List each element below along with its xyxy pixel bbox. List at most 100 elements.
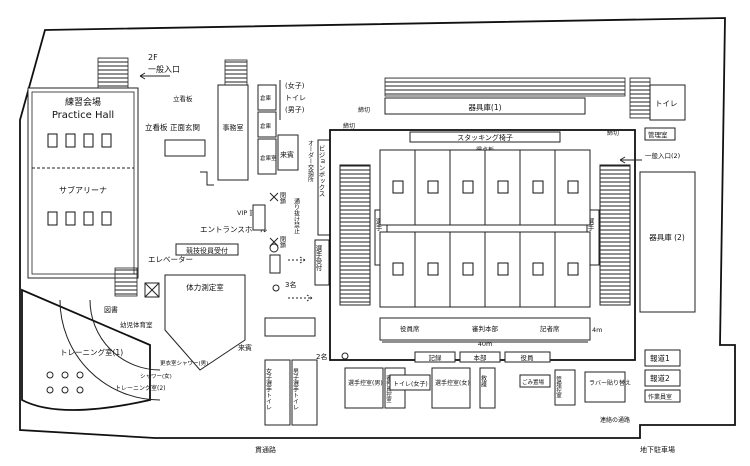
shut3-label: 締切 (343, 122, 355, 130)
order-office-label: オーダー交換所 (307, 140, 314, 183)
notice-board-label: 立看板 (145, 122, 168, 132)
competition-tables (379, 149, 591, 308)
men-players-toilet (291, 359, 318, 426)
visitor-lower-label: 来賓 (238, 343, 252, 352)
shut1-label: 閉鎖 (279, 192, 286, 205)
record-label: 記録 (429, 353, 443, 362)
toilet-women-lower (389, 374, 431, 391)
officials-reception-label: 競技役員受付 (186, 246, 228, 255)
rubber-change-room (584, 371, 626, 403)
practice-tables (47, 133, 112, 226)
entrance-hall-label: エントランスホール (200, 225, 268, 234)
stacking-chairs-label: スタッキング椅子 (457, 133, 513, 142)
fitness-room (164, 274, 246, 371)
sub-arena-label: サブアリーナ (59, 185, 107, 195)
players-room-w (431, 367, 471, 409)
practice-hall-jp-label: 練習会場 (65, 96, 101, 108)
practice-hall-en-label: Practice Hall (52, 110, 114, 121)
mgmt-room (644, 127, 676, 141)
admin-room-label: 審判員控室 (385, 374, 392, 403)
storage-c (257, 138, 277, 175)
equipment2-room (639, 171, 696, 313)
stacking-chairs (409, 131, 561, 143)
front-door (164, 139, 206, 157)
notice-label-top: 立看板 (173, 94, 193, 103)
storage-b (257, 111, 277, 138)
left-bleachers (339, 164, 371, 306)
inner-street-label: 連絡の通路 (600, 416, 630, 424)
reporter2-room (644, 369, 681, 387)
hq-label: 審判本部 (472, 324, 499, 333)
label-2f: 2F (148, 53, 158, 62)
work-room-label: 作業員室 (648, 393, 672, 401)
general-entrance-label: 一般入口 (148, 64, 180, 74)
building-outline (19, 17, 736, 439)
toilet-right-label: トイレ (655, 99, 678, 108)
training2-label: トレーニング室(2) (115, 384, 166, 392)
shut4-label: 締切 (358, 106, 370, 114)
toilet-top-label: トイレ (285, 94, 306, 102)
hq-bar (459, 351, 501, 363)
players-room-w-label: 選手控室(女) (435, 379, 470, 387)
officials-reception (175, 243, 239, 256)
press-seats-label: 記者席 (540, 324, 560, 333)
mgmt-lower-room (554, 369, 576, 406)
top-bleachers (384, 77, 626, 97)
equipment1-label: 器具庫(1) (468, 102, 501, 112)
hq-area (379, 317, 591, 341)
players-room-m (344, 367, 384, 409)
reporter1-label: 報道1 (650, 353, 670, 363)
vip-press-box (252, 204, 266, 231)
small-post (269, 254, 281, 274)
rubber-change-label: ラバー貼り替え (589, 379, 631, 387)
equipment2-label: 器具庫 (2) (649, 232, 685, 242)
public-road-label: 貫通路 (255, 445, 276, 454)
office-stair (224, 59, 248, 86)
reporter1-room (644, 349, 681, 367)
women-label: (女子) (285, 81, 305, 90)
practice-hall (27, 87, 139, 279)
elevator-shaft (114, 267, 138, 297)
fitness-label: 体力測定室 (186, 282, 224, 292)
training-arc-inner (89, 299, 161, 371)
trash-label: ごみ置場 (522, 378, 545, 386)
toilet-women-lower-label: トイレ(女子) (393, 380, 428, 388)
players-room-m-label: 選手控室(男) (348, 379, 383, 387)
toilet-right-room (649, 84, 686, 121)
trash-room (519, 374, 551, 388)
women-players-toilet (264, 359, 291, 426)
women-players-toilet-label: 女子選手トイレ (265, 367, 272, 410)
mgmt-lower-label: 管理控室 (555, 375, 562, 399)
vip-room (277, 134, 299, 171)
bottom-left-box (264, 317, 316, 337)
officials-bar-label: 役員 (521, 353, 535, 362)
training-arc-outer (59, 299, 161, 401)
kids-gym-label: 幼児体育室 (120, 320, 153, 329)
depth-4m-label: 4m (592, 326, 602, 334)
three-people-label: 3名 (285, 280, 296, 289)
reporter2-label: 報道2 (650, 373, 670, 383)
storage-b-label: 倉庫 (260, 122, 272, 130)
shut5-label: 締切 (607, 129, 619, 137)
record-bar (414, 351, 456, 363)
doctor-label: 救護 (480, 374, 487, 388)
men-players-toilet-label: 男子選手トイレ (292, 368, 299, 410)
underground-parking-label: 地下駐車場 (640, 445, 675, 454)
staircase-top (97, 57, 129, 89)
shut2-label: 閉鎖 (279, 236, 286, 249)
no-through-label: 通り抜け禁止 (293, 197, 300, 234)
doctor-room (479, 367, 496, 409)
library-label: 図書 (104, 305, 118, 314)
work-room (644, 389, 681, 403)
elevator-label: エレベーター (148, 255, 193, 264)
officials-seats-label: 役員席 (400, 324, 420, 333)
men-label: (男子) (285, 106, 305, 114)
entrance-arrow (139, 72, 170, 80)
training-block (21, 288, 151, 411)
office-room (217, 84, 249, 181)
mgmt-label: 管理室 (648, 130, 668, 139)
shower-w-label: シャワー(女) (140, 372, 172, 380)
equipment1-room (384, 97, 586, 115)
width-40m-label: 40m (478, 340, 493, 348)
right-bleachers (599, 164, 631, 306)
